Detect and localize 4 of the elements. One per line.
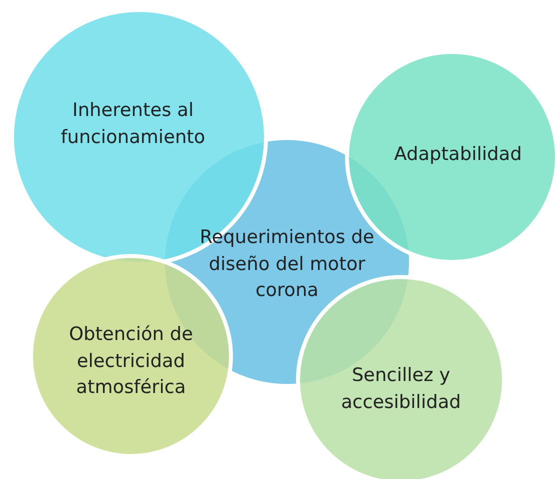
circle-label: Inherentes al funcionamiento xyxy=(60,99,206,150)
circle-label: Sencillez y accesibilidad xyxy=(340,364,462,415)
circle-label: Obtención de electricidad atmosférica xyxy=(68,322,194,400)
circle-label: Adaptabilidad xyxy=(393,142,523,167)
